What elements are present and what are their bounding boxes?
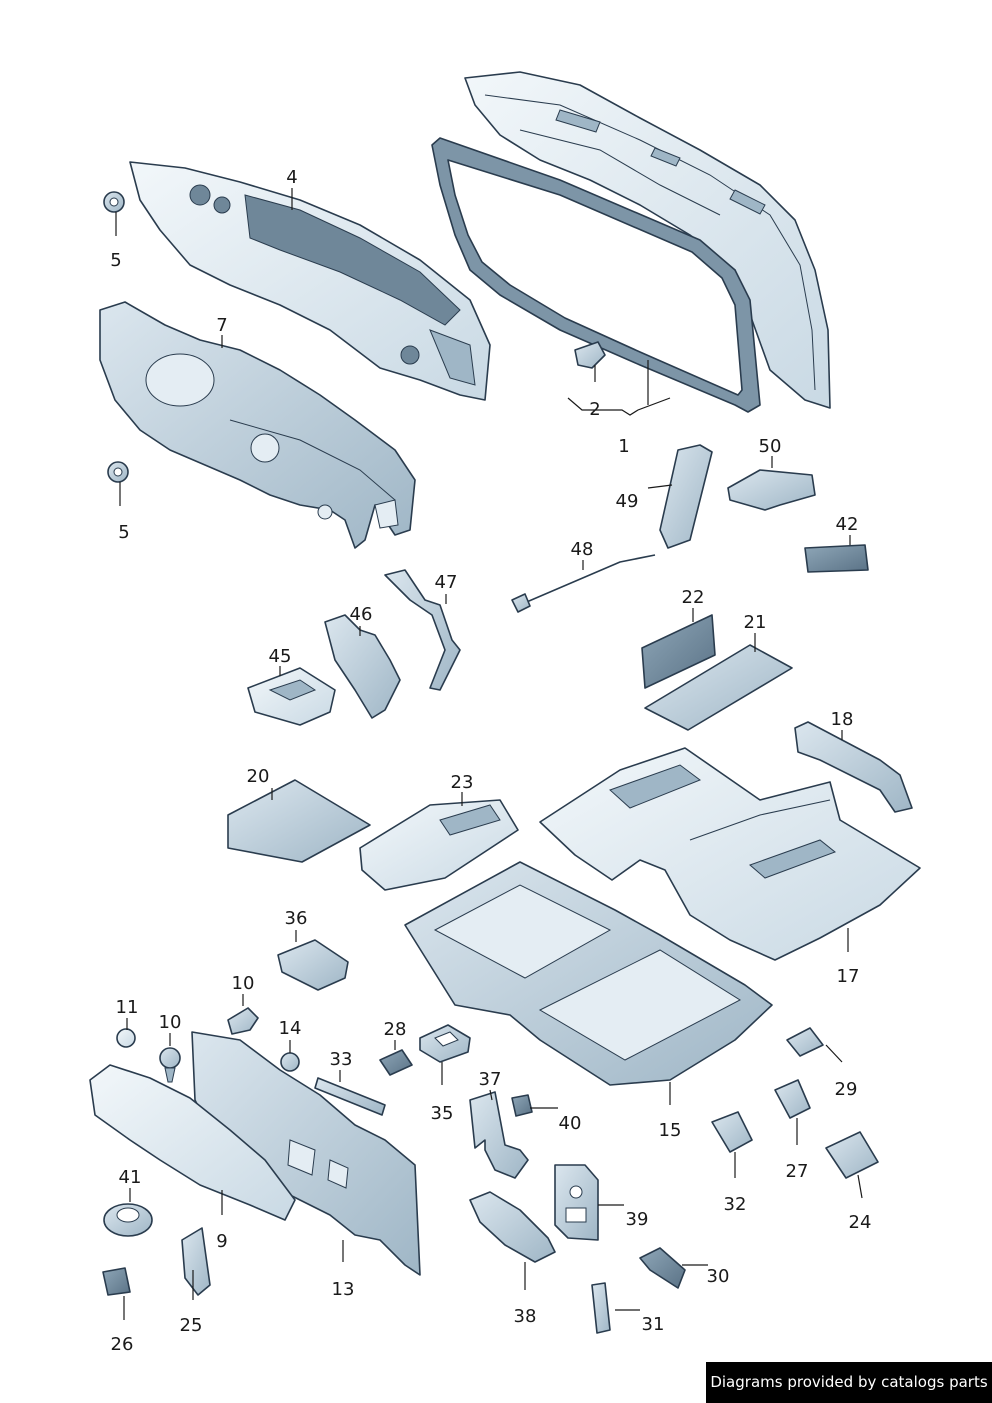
callout-40: 40 [559, 1113, 582, 1134]
clip-11 [116, 1028, 136, 1048]
callout-24: 24 [849, 1212, 872, 1233]
tailgate-seal [431, 137, 761, 413]
callout-4: 4 [286, 167, 297, 188]
callout-17: 17 [837, 966, 860, 987]
callout-26: 26 [111, 1334, 134, 1355]
block-28 [379, 1049, 413, 1076]
callout-1: 1 [618, 436, 629, 457]
tailgate-panel [464, 71, 831, 409]
cap-40 [511, 1094, 533, 1117]
rod-48 [511, 554, 656, 613]
callout-47: 47 [435, 572, 458, 593]
block-31 [591, 1282, 611, 1334]
callout-50: 50 [759, 436, 782, 457]
foam-block-36 [277, 939, 349, 991]
mat-23 [359, 799, 519, 891]
callout-49: 49 [616, 491, 639, 512]
clip-14 [280, 1052, 300, 1072]
cover-45 [247, 667, 336, 726]
callout-5a: 5 [110, 250, 121, 271]
foam-pad-22 [641, 614, 716, 689]
callout-18: 18 [831, 709, 854, 730]
callout-45: 45 [269, 646, 292, 667]
bracket-47 [384, 569, 461, 691]
bracket-38 [469, 1191, 556, 1263]
strip-33 [314, 1077, 386, 1116]
foam-pad-20 [227, 779, 371, 863]
callout-48: 48 [571, 539, 594, 560]
bracket-mat-9 [89, 1064, 296, 1221]
callout-20: 20 [247, 766, 270, 787]
ring-41 [103, 1203, 153, 1237]
block-30 [639, 1247, 686, 1289]
callout-labels: 1 2 4 5 5 7 9 10 10 11 13 14 15 17 18 20… [110, 167, 871, 1355]
callout-41: 41 [119, 1167, 142, 1188]
callout-25: 25 [180, 1315, 203, 1336]
foam-block-42 [804, 544, 869, 573]
callout-23: 23 [451, 772, 474, 793]
callout-29: 29 [835, 1079, 858, 1100]
fastener-nut-lower [107, 461, 129, 483]
upper-trim-panel [129, 161, 491, 401]
trunk-liner-15 [404, 861, 773, 1086]
callout-30: 30 [707, 1266, 730, 1287]
block-26 [102, 1267, 131, 1296]
leader-1 [567, 397, 671, 416]
block-27 [774, 1079, 811, 1119]
block-24 [825, 1131, 879, 1179]
insulation-mat [99, 301, 416, 549]
callout-39: 39 [626, 1209, 649, 1230]
callout-37: 37 [479, 1069, 502, 1090]
leader-49 [647, 484, 673, 489]
callout-22: 22 [682, 587, 705, 608]
callout-15: 15 [659, 1120, 682, 1141]
callout-31: 31 [642, 1314, 665, 1335]
callout-13: 13 [332, 1279, 355, 1300]
callout-32: 32 [724, 1194, 747, 1215]
bracket-39 [554, 1164, 599, 1241]
callout-5b: 5 [118, 522, 129, 543]
hook-37 [469, 1091, 529, 1179]
callout-7: 7 [216, 315, 227, 336]
block-29 [786, 1027, 824, 1057]
callout-9: 9 [216, 1231, 227, 1252]
callout-33: 33 [330, 1049, 353, 1070]
trim-strip-18 [794, 721, 913, 813]
callout-35: 35 [431, 1103, 454, 1124]
callout-21: 21 [744, 612, 767, 633]
foam-block-50 [727, 469, 816, 511]
foam-pad-21 [644, 644, 793, 731]
leader-37 [489, 1089, 493, 1101]
seal-clip [574, 341, 606, 369]
callout-11: 11 [116, 997, 139, 1018]
callout-36: 36 [285, 908, 308, 929]
leader-lines [115, 188, 863, 1320]
callout-42: 42 [836, 514, 859, 535]
leader-29 [825, 1044, 843, 1063]
push-clip-10-lower [159, 1047, 181, 1083]
callout-2: 2 [589, 399, 600, 420]
bracket-46 [324, 614, 401, 719]
bracket-25 [181, 1227, 211, 1296]
floor-carpet-17 [539, 747, 921, 961]
callout-38: 38 [514, 1306, 537, 1327]
callout-46: 46 [350, 604, 373, 625]
leader-24 [857, 1174, 863, 1199]
block-32 [711, 1111, 753, 1153]
callout-10b: 10 [159, 1012, 182, 1033]
fastener-nut-upper [103, 191, 125, 213]
callout-28: 28 [384, 1019, 407, 1040]
push-clip-10-upper [227, 1007, 259, 1035]
callout-27: 27 [786, 1161, 809, 1182]
callout-10a: 10 [232, 973, 255, 994]
callout-14: 14 [279, 1018, 302, 1039]
frame-35 [419, 1024, 471, 1063]
strip-49 [659, 444, 713, 549]
attribution-banner: Diagrams provided by catalogs parts [706, 1362, 992, 1403]
